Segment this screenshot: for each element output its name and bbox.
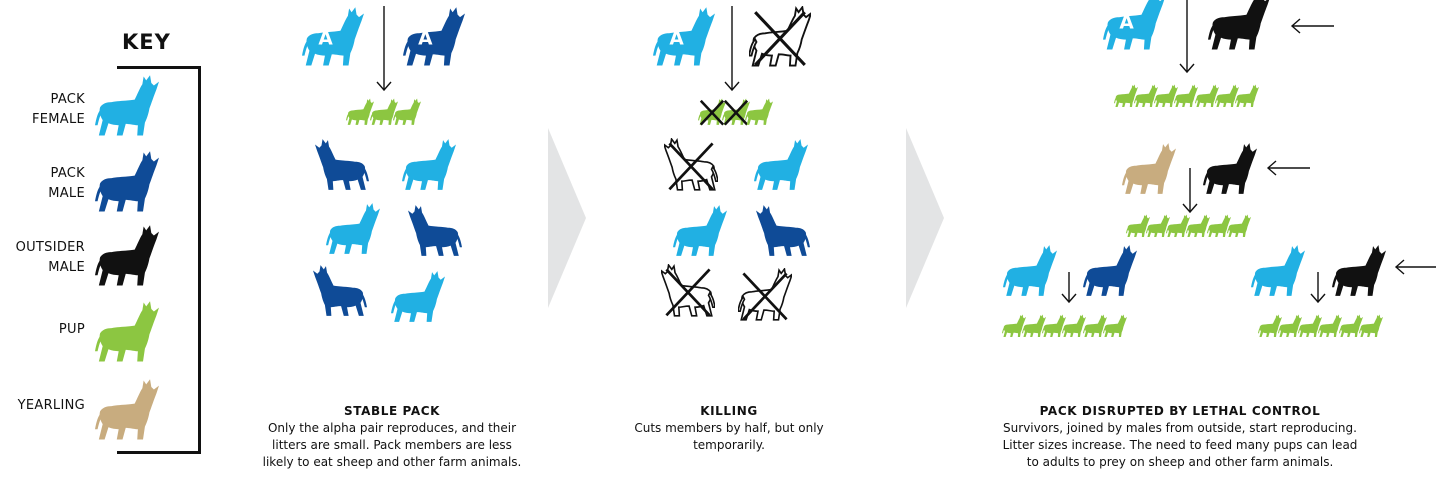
down-arrow-icon (1180, 0, 1194, 72)
left-arrow-icon (1268, 161, 1310, 175)
left-arrow-icon (1396, 260, 1436, 274)
caption-pack-disrupted: PACK DISRUPTED BY LETHAL CONTROL Survivo… (1000, 403, 1360, 471)
down-arrow-icon (725, 6, 739, 90)
caption-killing: KILLING Cuts members by half, but only t… (624, 403, 834, 454)
down-arrow-icon (1183, 168, 1197, 212)
caption-body: Survivors, joined by males from outside,… (1000, 420, 1360, 471)
caption-heading: KILLING (624, 403, 834, 420)
caption-heading: STABLE PACK (262, 403, 522, 420)
left-arrow-icon (1292, 19, 1334, 33)
down-arrow-icon (1311, 272, 1325, 302)
caption-stable-pack: STABLE PACK Only the alpha pair reproduc… (262, 403, 522, 471)
down-arrow-icon (377, 6, 391, 90)
caption-body: Only the alpha pair reproduces, and thei… (262, 420, 522, 471)
caption-heading: PACK DISRUPTED BY LETHAL CONTROL (1000, 403, 1360, 420)
caption-body: Cuts members by half, but only temporari… (624, 420, 834, 454)
down-arrow-icon (1062, 272, 1076, 302)
